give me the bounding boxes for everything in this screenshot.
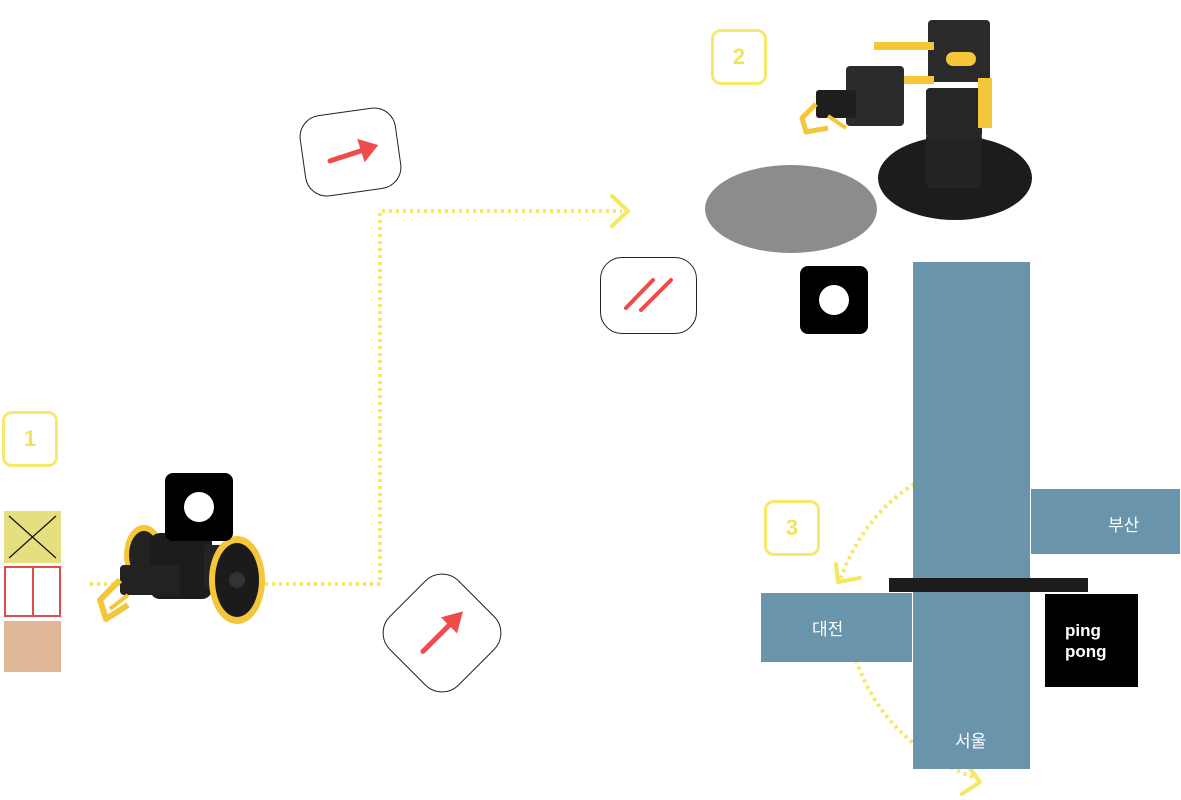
grey-plate bbox=[705, 165, 877, 253]
road-vertical bbox=[913, 262, 1030, 769]
fiducial-marker-arm bbox=[800, 266, 868, 334]
double-slash-icon bbox=[624, 278, 673, 312]
step-badge-2: 2 bbox=[711, 29, 767, 85]
arrow-right-icon bbox=[327, 138, 379, 164]
robot-arm bbox=[799, 20, 1032, 220]
tan-tile bbox=[4, 621, 61, 672]
step-badge-1: 1 bbox=[2, 411, 58, 467]
curved-arrowhead-left bbox=[834, 562, 862, 584]
card-double-slash bbox=[600, 257, 697, 334]
route-arrowhead bbox=[610, 194, 630, 228]
step-badge-3: 3 bbox=[764, 500, 820, 556]
wheeled-robot bbox=[97, 525, 265, 624]
ping-pong-sign: ping pong bbox=[1045, 594, 1138, 687]
card-arrow-right bbox=[296, 104, 405, 200]
fiducial-marker-robot bbox=[165, 473, 233, 541]
curved-arrowhead-down bbox=[960, 764, 982, 796]
arrow-up-right-icon bbox=[420, 611, 463, 654]
label-busan: 부산 bbox=[1108, 516, 1140, 536]
road-busan bbox=[1031, 489, 1180, 554]
label-seoul: 서울 bbox=[955, 732, 987, 752]
route-path bbox=[90, 209, 622, 586]
road-daejeon bbox=[761, 593, 912, 662]
card-arrow-diagonal bbox=[372, 563, 512, 703]
cross-tile-icon bbox=[4, 511, 61, 563]
label-daejeon: 대전 bbox=[812, 620, 844, 640]
split-tile-icon bbox=[4, 566, 61, 617]
barrier-bar bbox=[889, 578, 1088, 592]
